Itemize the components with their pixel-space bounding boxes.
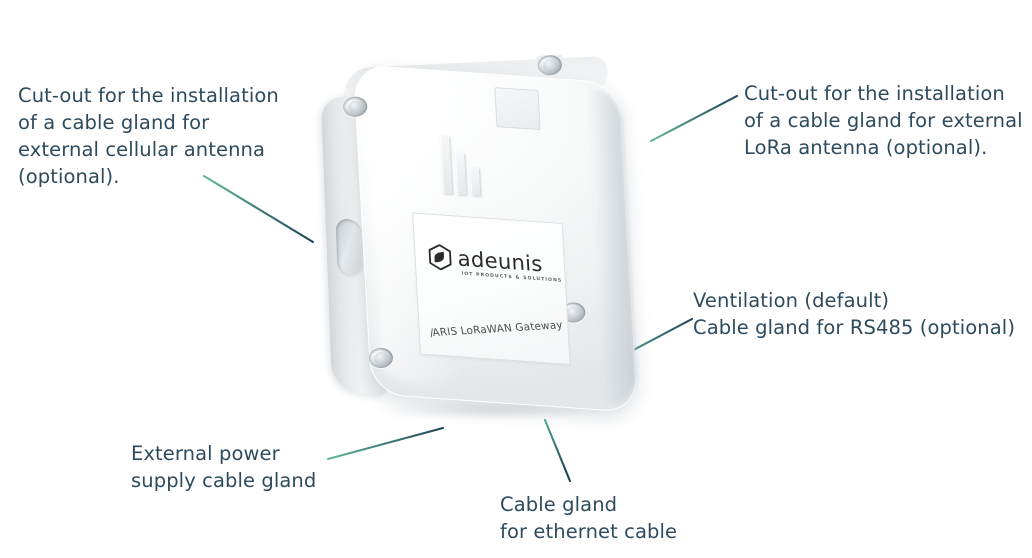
- callout-cellular-antenna-cutout: Cut-out for the installation of a cable …: [18, 84, 279, 188]
- leader-line-lora-antenna-cutout: [649, 94, 739, 143]
- signal-bars-emboss: [439, 133, 487, 196]
- callout-ethernet-cable-gland: Cable gland for ethernet cable: [500, 493, 678, 543]
- callout-lora-antenna-cutout: Cut-out for the installation of a cable …: [744, 82, 1023, 159]
- brand-logo: adeunis: [428, 243, 543, 277]
- ventilation-panel: [494, 87, 541, 131]
- model-name-text: ARIS LoRaWAN Gateway: [431, 319, 564, 340]
- product-label: adeunis IOT PRODUCTS & SOLUTIONS /ARIS L…: [412, 212, 571, 366]
- adeunis-hexagon-icon: [428, 244, 452, 271]
- product-image-aris-lorawan-gateway: adeunis IOT PRODUCTS & SOLUTIONS /ARIS L…: [318, 48, 648, 420]
- enclosure-body: adeunis IOT PRODUCTS & SOLUTIONS /ARIS L…: [311, 42, 655, 414]
- callout-ventilation-rs485: Ventilation (default) Cable gland for RS…: [693, 289, 1016, 339]
- leader-line-ethernet-cable-gland: [543, 418, 572, 483]
- product-model-name: /ARIS LoRaWAN Gateway: [429, 319, 564, 339]
- callout-external-power-gland: External power supply cable gland: [131, 442, 317, 492]
- brand-name: adeunis: [456, 245, 544, 276]
- face-edge-shading: [585, 86, 638, 407]
- side-cable-gland-recess: [335, 217, 364, 279]
